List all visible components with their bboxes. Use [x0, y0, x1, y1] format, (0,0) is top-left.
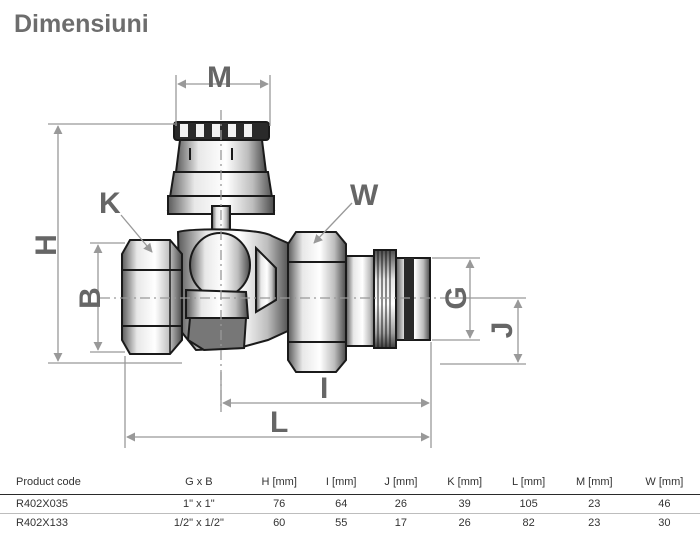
table-cell: 55: [335, 517, 348, 529]
dimension-lines: [48, 75, 526, 448]
table-cell: 17: [394, 517, 408, 529]
label-I: I: [320, 372, 328, 405]
table-cell: 82: [522, 517, 535, 529]
table-cell: R402X133: [16, 517, 68, 529]
label-H: H: [30, 234, 63, 256]
table-cell: 1/2" x 1/2": [173, 517, 224, 529]
table-cell: 23: [559, 494, 629, 514]
table-cell: R402X035: [0, 494, 152, 514]
label-B: B: [74, 287, 107, 309]
dimensions-table: Product code G x B H [mm] I [mm] J [mm] …: [0, 471, 700, 532]
table-cell: 105: [497, 494, 560, 514]
table-cell: 64: [312, 494, 370, 514]
table-cell: 23: [588, 517, 601, 529]
valve-dimension-drawing: M H K W B G J I L: [30, 61, 526, 448]
column-header: Product code: [0, 471, 152, 495]
table-cell: 60: [273, 517, 286, 529]
table-row: R402X035 1" x 1" 76 64 26 39 105 23 46: [0, 494, 700, 514]
page-title: Dimensiuni: [14, 10, 149, 38]
table-cell: 30: [658, 517, 671, 529]
label-G: G: [440, 286, 473, 309]
table-cell: 39: [431, 494, 498, 514]
column-header: K [mm]: [431, 471, 498, 495]
label-K: K: [99, 187, 121, 220]
column-header: I [mm]: [312, 471, 370, 495]
table-row: R402X133 1/2" x 1/2" 60 55 17 26 82 23 3…: [0, 514, 700, 533]
column-header: J [mm]: [369, 471, 432, 495]
column-header: G x B: [151, 471, 246, 495]
valve-illustration: [121, 121, 431, 373]
label-W: W: [350, 179, 379, 212]
label-M: M: [207, 61, 232, 94]
table-cell: 26: [458, 517, 471, 529]
label-L: L: [270, 406, 288, 439]
column-header: H [mm]: [245, 471, 313, 495]
column-header: W [mm]: [628, 471, 700, 495]
table-cell: 46: [628, 494, 700, 514]
column-header: M [mm]: [559, 471, 629, 495]
label-J: J: [486, 322, 519, 339]
table-cell: 26: [369, 494, 432, 514]
column-header: L [mm]: [497, 471, 560, 495]
table-cell: 1" x 1": [151, 494, 246, 514]
table-header-row: Product code G x B H [mm] I [mm] J [mm] …: [0, 471, 700, 495]
table-cell: 76: [245, 494, 313, 514]
